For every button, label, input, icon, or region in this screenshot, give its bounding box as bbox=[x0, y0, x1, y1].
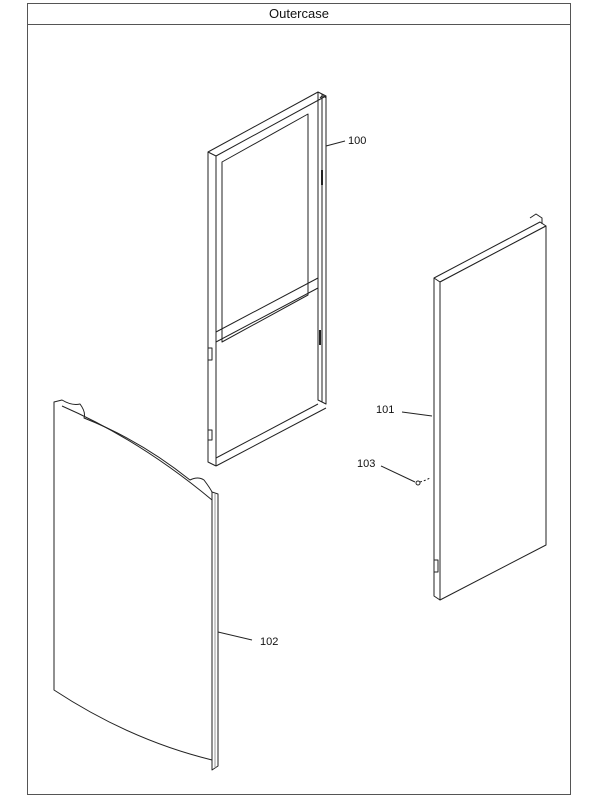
part-103-screw bbox=[415, 477, 431, 486]
part-102-door bbox=[53, 399, 219, 771]
diagram-frame: Outercase bbox=[27, 3, 571, 795]
leader-103 bbox=[380, 465, 416, 483]
leader-101 bbox=[401, 411, 433, 417]
diagram-title: Outercase bbox=[28, 4, 570, 25]
leader-100 bbox=[325, 140, 346, 147]
part-101-panel bbox=[433, 213, 547, 601]
callout-102: 102 bbox=[260, 636, 278, 648]
callout-103: 103 bbox=[357, 458, 375, 470]
callout-100: 100 bbox=[348, 135, 366, 147]
leader-102 bbox=[217, 631, 253, 641]
callout-101: 101 bbox=[376, 404, 394, 416]
part-100-frame bbox=[207, 91, 327, 467]
